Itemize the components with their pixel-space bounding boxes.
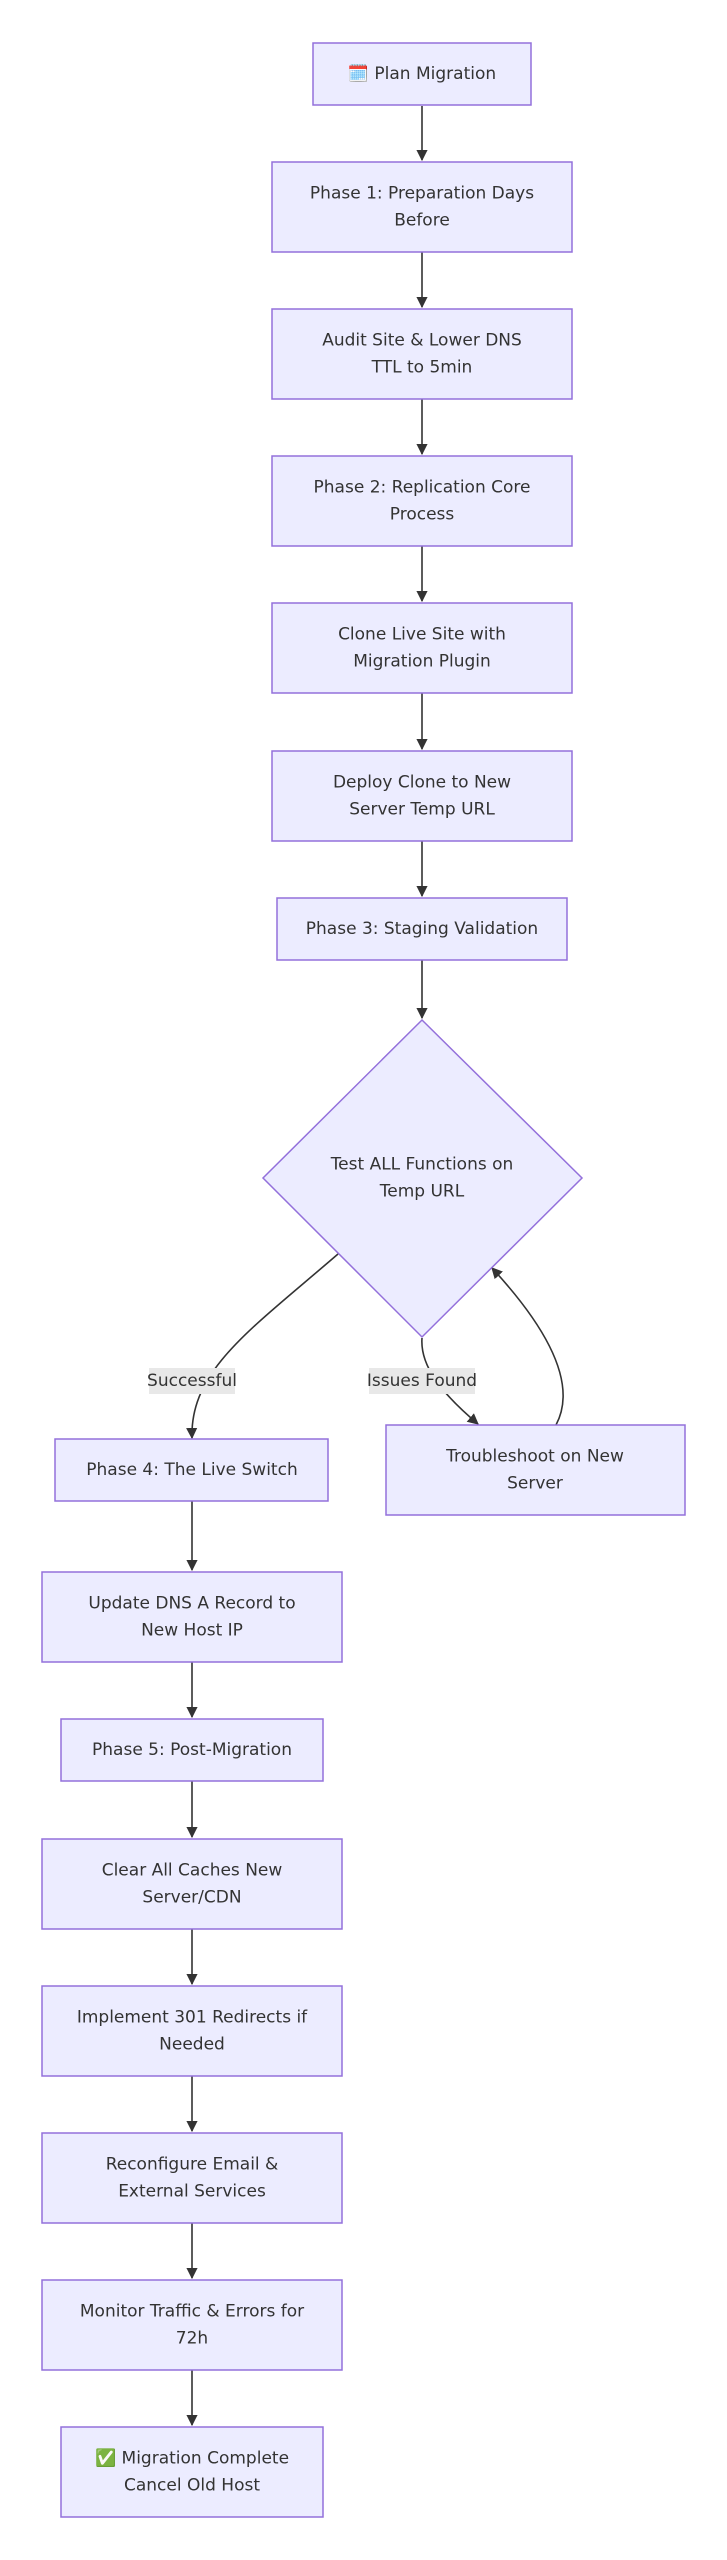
edge-test-phase4 [186, 1253, 339, 1440]
node-label-line: Temp URL [379, 1182, 465, 1202]
node-redirects: Implement 301 Redirects if Needed [41, 1985, 343, 2077]
node-label-line: Implement 301 Redirects if [77, 2008, 308, 2028]
node-label-line: TTL to 5min [371, 358, 473, 378]
edge-label-issues-found: Issues Found [367, 1368, 477, 1394]
node-plan-migration: 🗓️ Plan Migration [312, 42, 532, 106]
node-reconfigure-email: Reconfigure Email & External Services [41, 2132, 343, 2224]
node-label-line: Phase 3: Staging Validation [306, 919, 538, 939]
node-phase4: Phase 4: The Live Switch [54, 1438, 329, 1502]
node-audit-site: Audit Site & Lower DNS TTL to 5min [271, 308, 573, 400]
node-label-line: Phase 2: Replication Core [314, 478, 531, 498]
node-label-line: Process [390, 505, 455, 525]
edge-troubleshoot-test [491, 1267, 564, 1426]
svg-text:Issues Found: Issues Found [367, 1371, 477, 1391]
svg-text:Reconfigure Email &External Se: Reconfigure Email & External Services [106, 2155, 279, 2202]
svg-text:Phase 4: The Live Switch: Phase 4: The Live Switch [86, 1460, 297, 1480]
node-label-line: Deploy Clone to New [333, 773, 511, 793]
node-label-line: Reconfigure Email & [106, 2155, 279, 2175]
node-label-line: Server/CDN [142, 1888, 241, 1908]
node-label-line: Phase 1: Preparation Days [310, 184, 534, 204]
node-label-line: Server [507, 1474, 563, 1494]
node-label-line: Clear All Caches New [102, 1861, 283, 1881]
node-label-line: Needed [159, 2035, 225, 2055]
node-label-line: Clone Live Site with [338, 625, 506, 645]
node-label-line: Monitor Traffic & Errors for [80, 2302, 304, 2322]
node-phase5: Phase 5: Post-Migration [60, 1718, 324, 1782]
svg-text:Successful: Successful [147, 1371, 237, 1391]
node-phase3: Phase 3: Staging Validation [276, 897, 568, 961]
node-label-line: Phase 5: Post-Migration [92, 1740, 292, 1760]
node-label-line: External Services [118, 2182, 266, 2202]
node-label-line: New Host IP [141, 1621, 243, 1641]
node-label-line: ✅ Migration Complete [95, 2448, 289, 2469]
node-monitor-traffic: Monitor Traffic & Errors for 72h [41, 2279, 343, 2371]
svg-text:🗓️ Plan Migration: 🗓️ Plan Migration [348, 63, 496, 84]
svg-text:Phase 5: Post-Migration: Phase 5: Post-Migration [92, 1740, 292, 1760]
svg-text:Phase 3: Staging Validation: Phase 3: Staging Validation [306, 919, 538, 939]
edge-label-successful: Successful [147, 1368, 237, 1394]
node-label-line: Migration Plugin [353, 652, 491, 672]
node-label-line: Cancel Old Host [124, 2476, 260, 2496]
node-label-line: 🗓️ Plan Migration [348, 63, 496, 84]
node-label-line: Server Temp URL [349, 800, 495, 820]
node-update-dns: Update DNS A Record to New Host IP [41, 1571, 343, 1663]
node-label-line: Update DNS A Record to [88, 1594, 295, 1614]
node-label-line: Troubleshoot on New [445, 1447, 624, 1467]
node-label-line: Phase 4: The Live Switch [86, 1460, 297, 1480]
node-label-line: 72h [176, 2329, 208, 2349]
node-label-line: Test ALL Functions on [330, 1155, 514, 1175]
node-label-line: Before [394, 211, 450, 231]
node-label-line: Audit Site & Lower DNS [322, 331, 522, 351]
node-test-functions-decision: Test ALL Functions on Temp URL [261, 1018, 584, 1339]
